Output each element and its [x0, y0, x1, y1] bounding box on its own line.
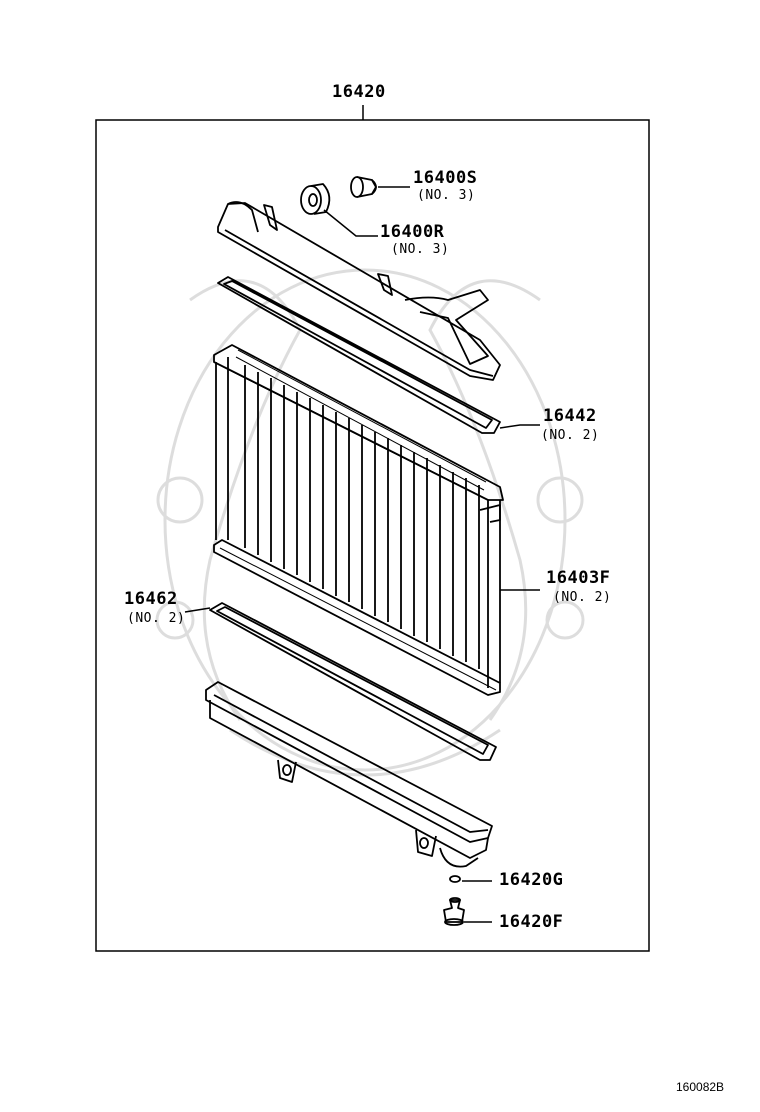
part-qty-16442: (NO. 2)	[541, 428, 600, 443]
watermark-emblem	[155, 268, 585, 777]
drain-cock	[443, 897, 465, 926]
part-label-16403f: 16403F	[546, 568, 611, 588]
radiator-core	[213, 344, 504, 696]
part-qty-16400s: (NO. 3)	[417, 188, 476, 203]
part-label-16442: 16442	[543, 406, 597, 426]
part-label-16462: 16462	[124, 589, 178, 609]
part-qty-16403f: (NO. 2)	[553, 590, 612, 605]
part-label-16420f: 16420F	[499, 912, 564, 932]
part-label-16420g: 16420G	[499, 870, 564, 890]
part-qty-16400r: (NO. 3)	[391, 242, 450, 257]
diagram-code: 160082B	[676, 1080, 725, 1094]
part-label-16400s: 16400S	[413, 168, 478, 188]
lower-tank	[205, 681, 493, 868]
upper-gasket	[217, 276, 501, 434]
assembly-part-label: 16420	[332, 82, 386, 102]
cap-seal	[300, 183, 331, 215]
upper-tank	[217, 201, 501, 381]
drain-o-ring	[449, 875, 461, 883]
part-label-16400r: 16400R	[380, 222, 445, 242]
lower-gasket	[209, 602, 497, 761]
part-qty-16462: (NO. 2)	[127, 611, 186, 626]
leader-lines	[184, 186, 540, 923]
radiator-cap	[350, 176, 377, 198]
assembly-frame	[95, 119, 650, 952]
